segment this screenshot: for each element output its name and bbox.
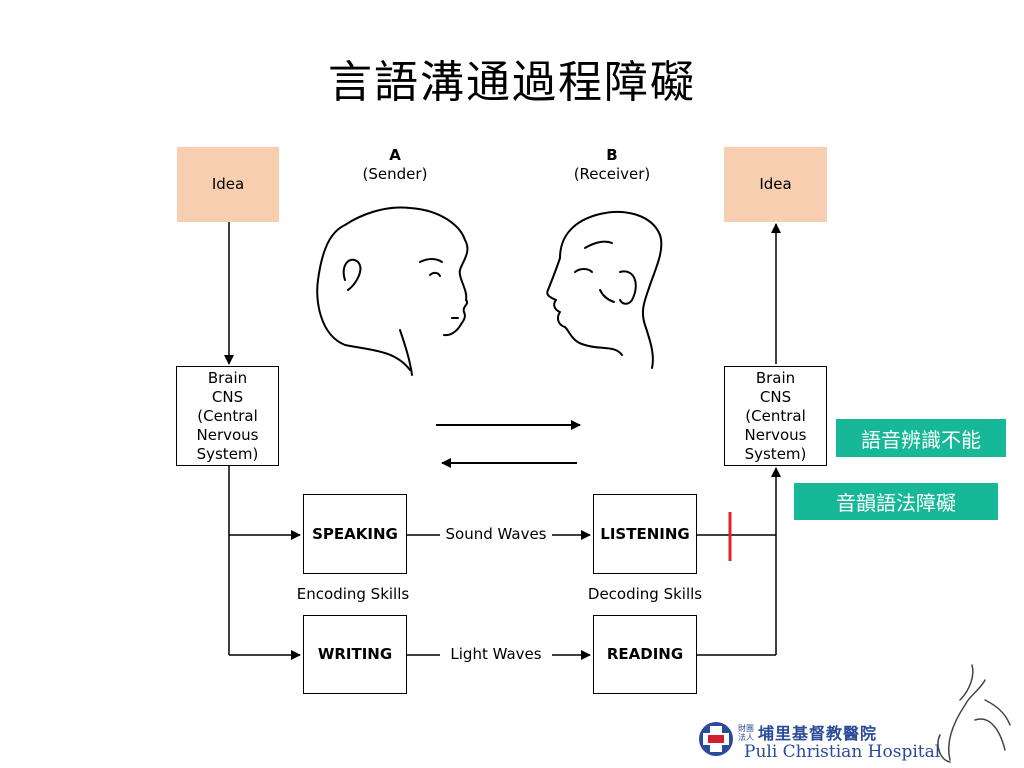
idea-box-receiver: Idea (724, 147, 827, 222)
brain-line: (Central (197, 406, 258, 425)
writing-box: WRITING (303, 615, 407, 694)
listening-box: LISTENING (593, 494, 697, 574)
brain-box-sender: Brain CNS (Central Nervous System) (176, 366, 279, 466)
receiver-letter: B (606, 146, 618, 164)
brain-line: Brain (207, 368, 248, 387)
page-title: 言語溝通過程障礙 (328, 57, 696, 108)
receiver-face-drawing (546, 210, 663, 369)
light-waves-label: Light Waves (450, 645, 542, 663)
annotation-speech-recognition: 語音辨識不能 (836, 419, 1006, 457)
brain-line: Nervous (196, 425, 259, 444)
brain-line: Brain (755, 368, 796, 387)
brain-line: System) (196, 444, 259, 463)
logo-org-small: 財團法人 (738, 724, 754, 742)
receiver-role: (Receiver) (573, 165, 651, 183)
logo-english-name: Puli Christian Hospital (744, 742, 941, 762)
brain-line: (Central (745, 406, 806, 425)
decoding-skills-label: Decoding Skills (587, 585, 703, 603)
brain-line: System) (744, 444, 807, 463)
brain-line: Nervous (744, 425, 807, 444)
reading-box: READING (593, 615, 697, 694)
speaking-box: SPEAKING (303, 494, 407, 574)
idea-box-sender: Idea (177, 147, 279, 222)
brain-line: CNS (211, 387, 244, 406)
sender-letter: A (389, 146, 401, 164)
sound-waves-label: Sound Waves (445, 525, 547, 543)
logo-chinese-name: 埔里基督教醫院 (758, 724, 878, 743)
encoding-skills-label: Encoding Skills (296, 585, 410, 603)
brain-line: CNS (759, 387, 792, 406)
sender-face-drawing (316, 206, 469, 376)
annotation-phonology-syntax: 音韻語法障礙 (794, 483, 998, 520)
sender-role: (Sender) (362, 165, 428, 183)
brain-box-receiver: Brain CNS (Central Nervous System) (724, 366, 827, 466)
